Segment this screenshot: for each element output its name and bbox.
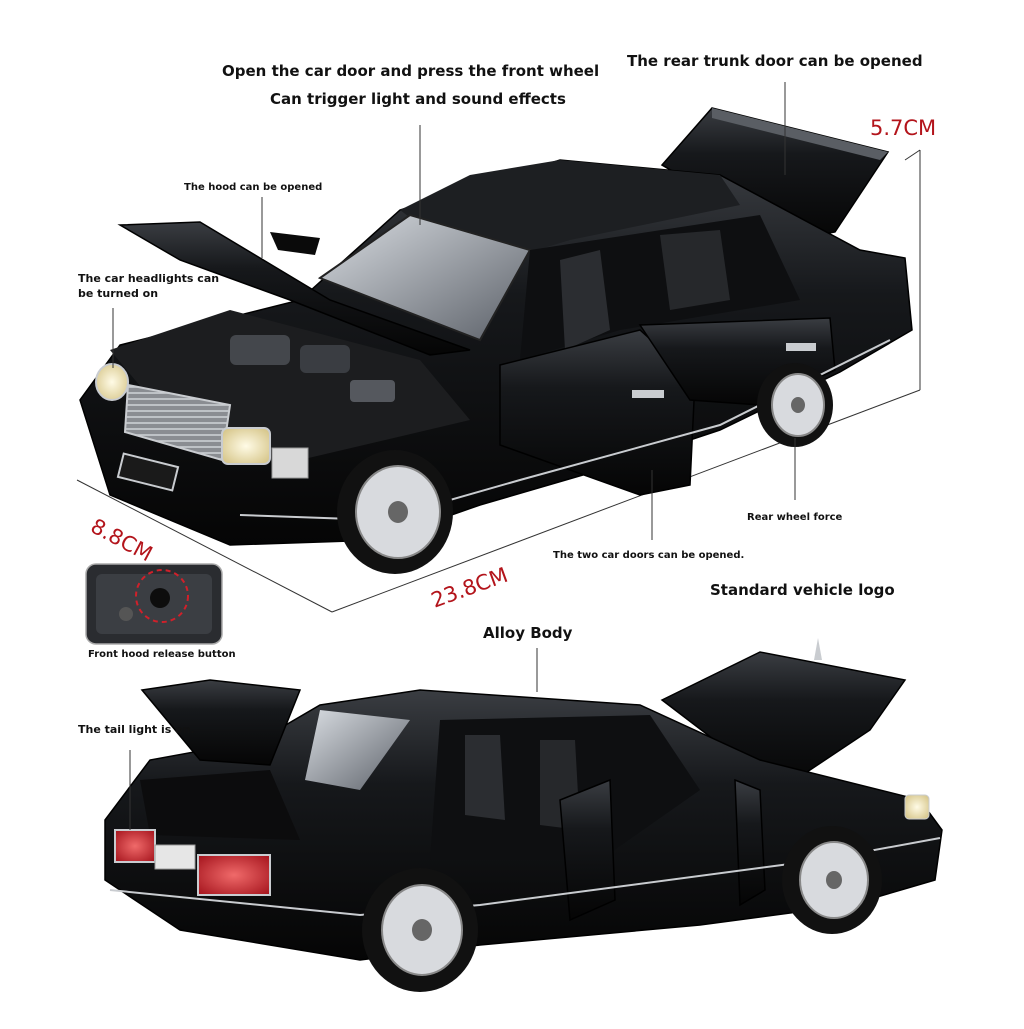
- hood-release-inset: [85, 563, 223, 645]
- callout-headlights-line1: The car headlights can: [78, 272, 220, 285]
- top-car: [79, 107, 913, 574]
- callout-hood: The hood can be opened: [184, 182, 323, 193]
- callout-doors: The two car doors can be opened.: [553, 550, 745, 561]
- top-rear-wheel: [757, 363, 833, 447]
- callout-tail-light: The tail light is on.: [78, 723, 195, 736]
- callout-rear-wheel: Rear wheel force: [747, 512, 843, 523]
- leader-lines: [112, 82, 796, 830]
- callout-door-wheel-line2: Can trigger light and sound effects: [270, 90, 566, 108]
- bottom-car: [104, 638, 943, 992]
- dimension-height: 5.7CM: [870, 116, 937, 140]
- callout-trunk: The rear trunk door can be opened: [627, 52, 923, 70]
- bottom-front-wheel: [782, 826, 882, 934]
- callout-hood-release: Front hood release button: [88, 649, 236, 660]
- bottom-rear-wheel: [362, 868, 478, 992]
- top-front-wheel: [337, 450, 453, 574]
- callout-logo: Standard vehicle logo: [710, 581, 895, 599]
- callout-headlights-line2: be turned on: [78, 287, 159, 300]
- callout-door-wheel-line1: Open the car door and press the front wh…: [222, 62, 600, 80]
- callout-alloy: Alloy Body: [483, 624, 573, 642]
